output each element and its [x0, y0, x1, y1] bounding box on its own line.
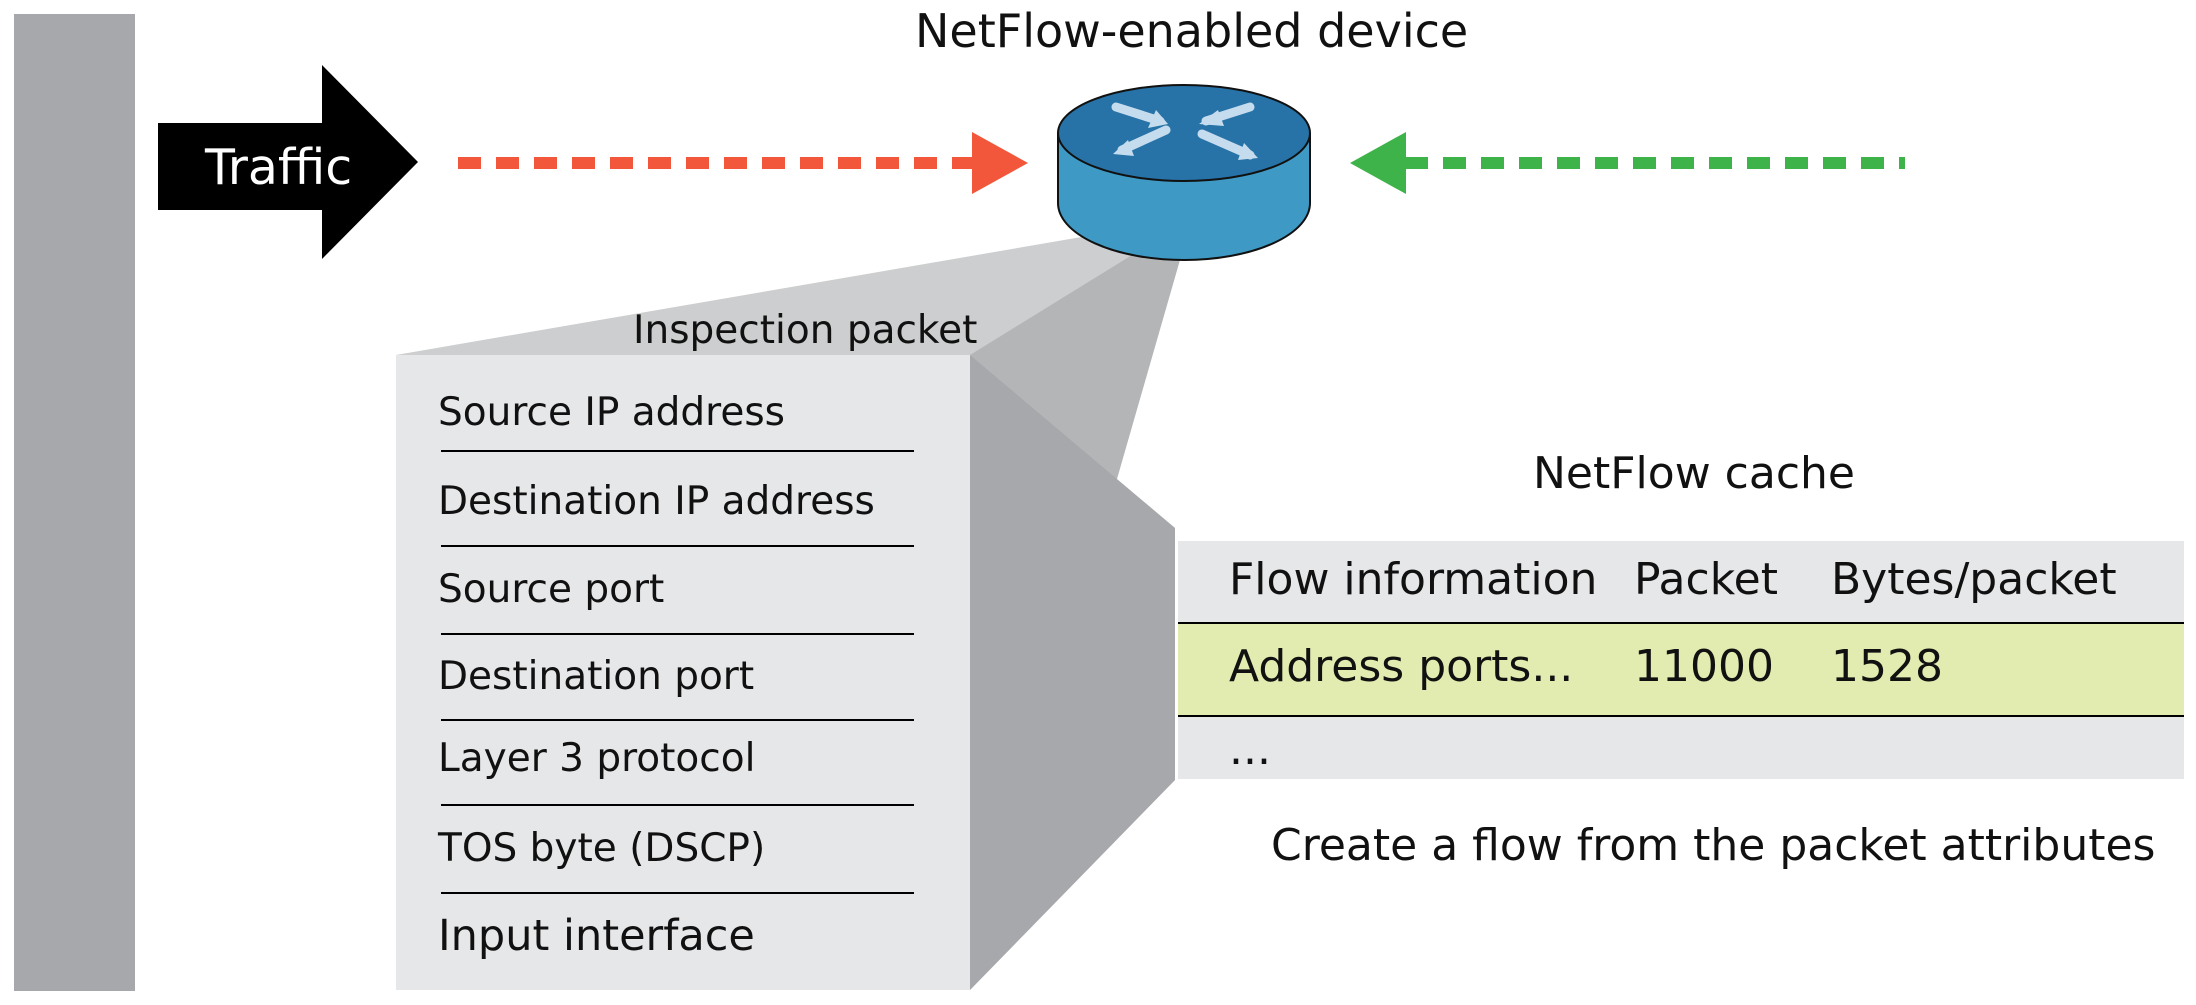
packet-field: TOS byte (DSCP) — [438, 826, 766, 871]
device-title: NetFlow-enabled device — [915, 4, 1469, 58]
cache-cell: Address ports... — [1229, 641, 1574, 692]
cache-header: Flow information — [1229, 554, 1598, 605]
return-arrowhead — [1350, 132, 1406, 194]
packet-field: Destination IP address — [438, 479, 875, 524]
router-icon — [1057, 84, 1311, 261]
left-bar — [14, 14, 135, 991]
packet-field-dividers — [441, 450, 914, 894]
packet-title: Inspection packet — [633, 308, 978, 353]
packet-field: Layer 3 protocol — [438, 736, 756, 781]
cache-cell: 1528 — [1831, 641, 1943, 692]
cache-cell: 11000 — [1634, 641, 1774, 692]
traffic-arrow — [158, 65, 418, 259]
cache-header: Packet — [1634, 554, 1778, 605]
packet-field: Input interface — [438, 911, 755, 961]
packet-field: Destination port — [438, 654, 755, 699]
cache-caption: Create a flow from the packet attributes — [1271, 820, 2156, 871]
incoming-arrowhead — [972, 132, 1028, 194]
cache-header: Bytes/packet — [1831, 554, 2117, 605]
packet-field: Source port — [438, 567, 665, 612]
cache-row-highlight — [1178, 624, 2184, 716]
packet-panel — [396, 355, 970, 990]
cache-title: NetFlow cache — [1533, 448, 1855, 499]
cache-ellipsis: ... — [1229, 724, 1271, 775]
traffic-label: Traffic — [205, 139, 353, 196]
packet-panel-side — [970, 355, 1175, 990]
packet-field: Source IP address — [438, 390, 785, 435]
